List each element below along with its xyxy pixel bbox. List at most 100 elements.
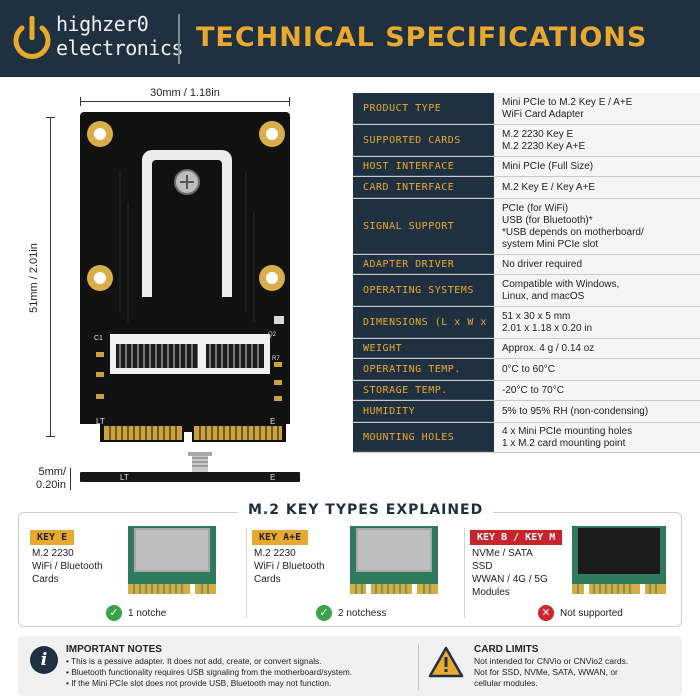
header-divider <box>178 14 180 64</box>
spec-label: OPERATING TEMP. <box>353 359 494 380</box>
header-bar: highzer0 electronics TECHNICAL SPECIFICA… <box>0 0 700 77</box>
spec-value: M.2 2230 Key E M.2 2230 Key A+E <box>494 125 700 156</box>
width-dimension-line <box>80 97 290 106</box>
spec-value: Approx. 4 g / 0.14 oz <box>494 339 700 358</box>
page-title: TECHNICAL SPECIFICATIONS <box>196 22 648 53</box>
spec-row: STORAGE TEMP.-20°C to 70°C <box>353 381 700 401</box>
side-mark-e: E <box>270 473 275 482</box>
spec-value: PCIe (for WiFi) USB (for Bluetooth)* *US… <box>494 199 700 254</box>
spec-label: MOUNTING HOLES <box>353 423 494 452</box>
key-status: ✓ 1 notche <box>106 605 166 621</box>
key-badge: KEY E <box>30 530 75 545</box>
key-status: ✕ Not supported <box>538 605 623 621</box>
check-icon: ✓ <box>316 605 332 621</box>
thickness-dimension-line <box>70 468 71 490</box>
thickness-dimension-label: 5mm/ 0.20in <box>36 466 66 491</box>
spec-label: CARD INTERFACE <box>353 177 494 198</box>
check-icon: ✓ <box>106 605 122 621</box>
board-mark-c1: C1 <box>94 335 103 342</box>
spec-label: HUMIDITY <box>353 401 494 422</box>
key-description: M.2 2230 WiFi / Bluetooth Cards <box>32 548 103 585</box>
m2-card-key-e-image <box>128 526 216 596</box>
spec-value: 0°C to 60°C <box>494 359 700 380</box>
spec-value: No driver required <box>494 255 700 274</box>
board-mark-q2: Q2 <box>268 332 277 338</box>
m2-card-key-b-m-image <box>572 526 666 596</box>
spec-label: SIGNAL SUPPORT <box>353 199 494 254</box>
board-mark-e: E <box>270 417 275 426</box>
info-icon: i <box>30 646 58 674</box>
spec-value: Mini PCIe to M.2 Key E / A+E WiFi Card A… <box>494 93 700 124</box>
card-limits-title: CARD LIMITS <box>474 644 539 655</box>
card-limits-text: Not intended for CNVio or CNVio2 cards. … <box>474 656 629 688</box>
card-divider <box>464 528 465 618</box>
brand-logo: highzer0 electronics <box>56 12 183 60</box>
key-status-text: 1 notche <box>128 607 167 619</box>
adapter-side-view-image: LT E <box>80 452 300 482</box>
key-types-title: M.2 KEY TYPES EXPLAINED <box>238 502 494 518</box>
board-mark-r7: R7 <box>272 356 280 362</box>
key-card-a-e: KEY A+E M.2 2230 WiFi / Bluetooth Cards … <box>252 522 462 626</box>
spec-label: WEIGHT <box>353 339 494 358</box>
key-status-text: Not supported <box>560 607 623 619</box>
note-item: • Bluetooth functionality requires USB s… <box>66 667 353 677</box>
key-status-text: 2 notchess <box>338 607 387 619</box>
key-description: M.2 2230 WiFi / Bluetooth Cards <box>254 548 325 585</box>
spec-value: 4 x Mini PCIe mounting holes 1 x M.2 car… <box>494 423 700 452</box>
spec-label: HOST INTERFACE <box>353 157 494 176</box>
spec-value: -20°C to 70°C <box>494 381 700 400</box>
key-badge: KEY A+E <box>252 530 309 545</box>
mounting-hole <box>87 265 113 291</box>
spec-row: OPERATING TEMP.0°C to 60°C <box>353 359 700 381</box>
spec-value: 51 x 30 x 5 mm 2.01 x 1.18 x 0.20 in <box>494 307 700 338</box>
card-divider <box>246 528 247 618</box>
side-mark-lt: LT <box>120 473 129 482</box>
spec-value: Mini PCIe (Full Size) <box>494 157 700 176</box>
adapter-board-image: C1 Q2 R7 LT E <box>80 112 290 442</box>
power-logo-icon <box>13 16 51 59</box>
board-mark-lt: LT <box>96 417 105 426</box>
note-item: • If the Mini PCIe slot does not provide… <box>66 678 332 688</box>
mounting-hole <box>87 121 113 147</box>
width-dimension-label: 30mm / 1.18in <box>150 87 220 99</box>
height-dimension-label: 51mm / 2.01in <box>28 243 40 313</box>
key-badge: KEY B / KEY M <box>470 530 563 545</box>
spec-label: DIMENSIONS (L x W x H) <box>353 307 506 338</box>
warning-icon <box>428 646 464 678</box>
spec-value: M.2 Key E / Key A+E <box>494 177 700 198</box>
notes-title: IMPORTANT NOTES <box>66 644 162 655</box>
note-item: • This is a pessive adapter. It does not… <box>66 656 322 666</box>
notes-divider <box>418 644 419 690</box>
spec-label: ADAPTER DRIVER <box>353 255 494 274</box>
notes-list: • This is a pessive adapter. It does not… <box>66 656 352 689</box>
notes-panel <box>18 636 682 696</box>
key-card-e: KEY E M.2 2230 WiFi / Bluetooth Cards ✓ … <box>30 522 240 626</box>
key-card-b-m: KEY B / KEY M NVMe / SATA SSD WWAN / 4G … <box>470 522 676 626</box>
spec-label: PRODUCT TYPE <box>353 93 494 124</box>
mounting-hole <box>259 265 285 291</box>
key-status: ✓ 2 notchess <box>316 605 386 621</box>
spec-value: Compatible with Windows, Linux, and macO… <box>494 275 700 306</box>
spec-label: OPERATING SYSTEMS <box>353 275 494 306</box>
spec-label: SUPPORTED CARDS <box>353 125 494 156</box>
x-icon: ✕ <box>538 605 554 621</box>
brand-line-1: highzer0 <box>56 12 149 36</box>
brand-line-2: electronics <box>56 36 183 60</box>
spec-value: 5% to 95% RH (non-condensing) <box>494 401 700 422</box>
height-dimension-line <box>46 117 55 437</box>
key-description: NVMe / SATA SSD WWAN / 4G / 5G Modules <box>472 548 548 598</box>
spec-label: STORAGE TEMP. <box>353 381 494 400</box>
mounting-hole <box>259 121 285 147</box>
spec-row: DIMENSIONS (L x W x H)51 x 30 x 5 mm 2.0… <box>353 307 700 339</box>
